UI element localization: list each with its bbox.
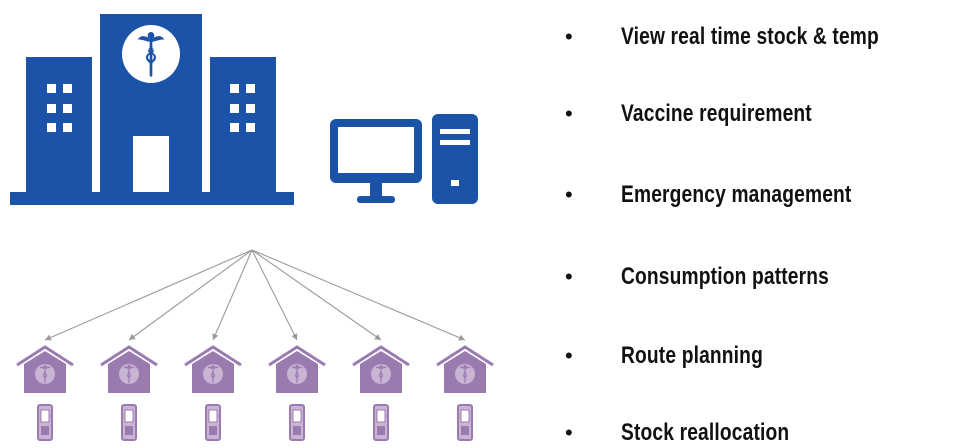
hospital-left-wing — [26, 57, 92, 194]
clinic-house-icon — [436, 345, 494, 393]
mobile-device-icon — [121, 404, 137, 441]
clinic-roof — [352, 345, 410, 367]
hospital-right-windows — [230, 84, 255, 132]
mobile-device-icon — [205, 404, 221, 441]
feature-item: • View real time stock & temp — [565, 22, 943, 52]
clinic-roof — [268, 345, 326, 367]
feature-label: Route planning — [621, 342, 763, 369]
device-screen — [124, 409, 134, 423]
feature-label: View real time stock & temp — [621, 23, 879, 50]
feature-label: Emergency management — [621, 181, 852, 208]
connector-arrowhead — [212, 333, 219, 340]
bullet-icon: • — [565, 343, 573, 368]
feature-list: • View real time stock & temp • Vaccine req… — [565, 0, 978, 448]
connector-arrowhead — [45, 334, 52, 341]
feature-label: Consumption patterns — [621, 263, 829, 290]
device-screen — [292, 409, 302, 423]
monitor-screen — [338, 127, 414, 173]
feature-item: • Vaccine requirement — [565, 99, 860, 129]
clinic-roof — [436, 345, 494, 367]
feature-label: Vaccine requirement — [621, 100, 812, 127]
bullet-icon: • — [565, 420, 573, 445]
device-keypad — [461, 426, 469, 435]
device-screen — [376, 409, 386, 423]
feature-item: • Stock reallocation — [565, 418, 831, 448]
clinic-house-icon — [184, 345, 242, 393]
bullet-icon: • — [565, 101, 573, 126]
clinic-house-icon — [268, 345, 326, 393]
pc-button — [451, 180, 459, 186]
device-keypad — [293, 426, 301, 435]
clinic-roof — [184, 345, 242, 367]
clinic-roof — [16, 345, 74, 367]
pc-drive-2 — [440, 140, 470, 145]
device-screen — [208, 409, 218, 423]
bullet-icon: • — [565, 24, 573, 49]
mobile-device-icon — [457, 404, 473, 441]
clinic-house-icon — [16, 345, 74, 393]
pc-tower — [432, 114, 478, 204]
device-screen — [460, 409, 470, 423]
feature-label: Stock reallocation — [621, 419, 790, 446]
feature-item: • Emergency management — [565, 180, 909, 210]
device-screen — [40, 409, 50, 423]
bullet-icon: • — [565, 182, 573, 207]
monitor-stand — [357, 196, 395, 203]
connector-line — [212, 249, 253, 341]
feature-item: • Route planning — [565, 341, 798, 371]
hospital-building-icon — [10, 14, 294, 205]
device-keypad — [377, 426, 385, 435]
device-keypad — [41, 426, 49, 435]
connector-arrowhead — [458, 334, 465, 341]
connector-line — [44, 249, 253, 341]
connector-line — [251, 249, 298, 341]
bullet-icon: • — [565, 264, 573, 289]
hospital-base — [10, 192, 294, 205]
connector-line — [251, 249, 382, 341]
feature-item: • Consumption patterns — [565, 262, 881, 292]
connector-arrowhead — [374, 333, 381, 340]
mobile-device-icon — [373, 404, 389, 441]
desktop-computer-icon — [330, 114, 478, 204]
connector-line — [251, 249, 466, 341]
hospital-door — [133, 136, 169, 192]
connector-arrowhead — [291, 333, 298, 340]
device-keypad — [125, 426, 133, 435]
clinic-house-icon — [352, 345, 410, 393]
hospital-left-windows — [47, 84, 72, 132]
connector-line — [128, 249, 253, 341]
device-keypad — [209, 426, 217, 435]
facility-network — [16, 249, 494, 441]
mobile-device-icon — [37, 404, 53, 441]
pc-drive-1 — [440, 129, 470, 134]
hospital-right-wing — [210, 57, 276, 194]
connector-arrowhead — [129, 333, 136, 340]
clinic-roof — [100, 345, 158, 367]
clinic-house-icon — [100, 345, 158, 393]
mobile-device-icon — [289, 404, 305, 441]
monitor-neck — [370, 183, 382, 196]
